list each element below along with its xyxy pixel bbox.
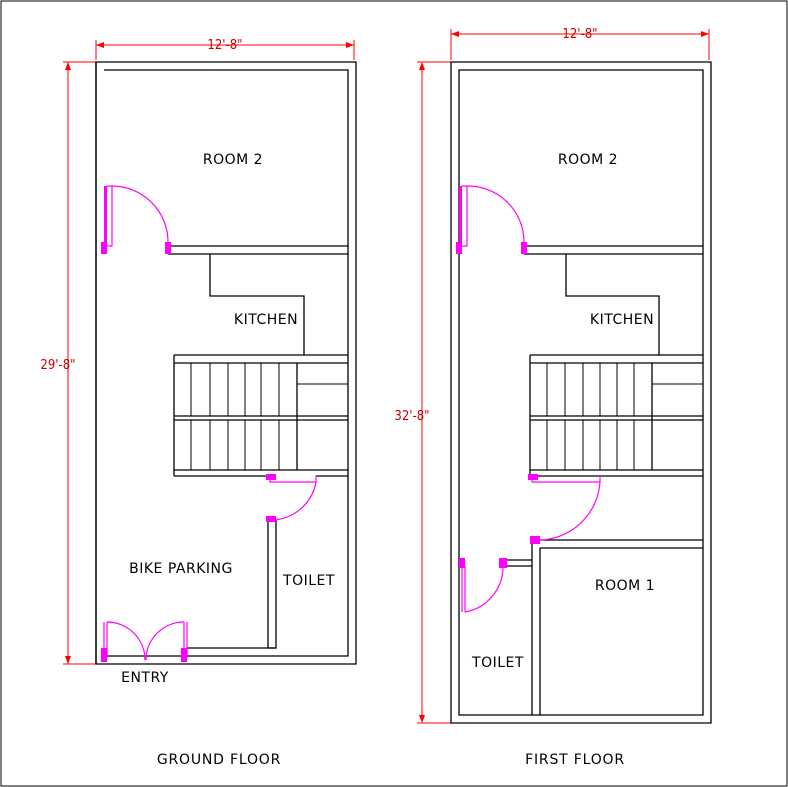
first-width-label: 12'-8" xyxy=(562,27,597,42)
first-height-label: 32'-8" xyxy=(394,409,429,424)
ground-floor-caption: GROUND FLOOR xyxy=(157,752,281,768)
first-room1-door xyxy=(528,474,601,544)
first-room2-wall xyxy=(523,245,703,255)
first-room2-label: ROOM 2 xyxy=(558,152,618,168)
first-room1-label: ROOM 1 xyxy=(595,578,655,594)
first-outer-wall xyxy=(450,61,712,724)
first-width-dimension: 12'-8" xyxy=(450,27,710,60)
ground-width-dimension: 12'-8" xyxy=(95,38,355,60)
ground-height-label: 29'-8" xyxy=(40,358,75,373)
first-kitchen-label: KITCHEN xyxy=(590,312,654,328)
ground-height-dimension: 29'-8" xyxy=(40,61,96,665)
ground-staircase xyxy=(173,354,348,477)
first-toilet-door xyxy=(459,558,507,613)
first-room1-wall xyxy=(540,539,703,549)
first-floor-caption: FIRST FLOOR xyxy=(525,752,625,768)
ground-kitchen-label: KITCHEN xyxy=(234,312,298,328)
ground-toilet-wall xyxy=(267,520,277,649)
ground-room2-label: ROOM 2 xyxy=(203,152,263,168)
first-staircase xyxy=(529,354,703,477)
ground-toilet-label: TOILET xyxy=(282,573,335,589)
ground-room2-door xyxy=(101,185,171,254)
first-room2-door xyxy=(456,185,527,254)
ground-entry-label: ENTRY xyxy=(121,670,169,686)
ground-toilet-door xyxy=(266,474,317,522)
ground-room2-wall xyxy=(167,245,348,255)
ground-width-label: 12'-8" xyxy=(207,38,242,53)
ground-kitchen-wall xyxy=(209,254,305,355)
ground-bike-parking-label: BIKE PARKING xyxy=(129,561,233,577)
first-kitchen-wall xyxy=(565,254,660,355)
first-height-dimension: 32'-8" xyxy=(394,61,451,724)
first-toilet-wall xyxy=(531,540,541,715)
first-toilet-label: TOILET xyxy=(471,655,524,671)
ground-entry-door xyxy=(101,621,188,662)
first-floor-plan: 12'-8" 32'-8" xyxy=(394,27,712,768)
ground-floor-plan: 12'-8" 29'-8" xyxy=(40,38,357,768)
